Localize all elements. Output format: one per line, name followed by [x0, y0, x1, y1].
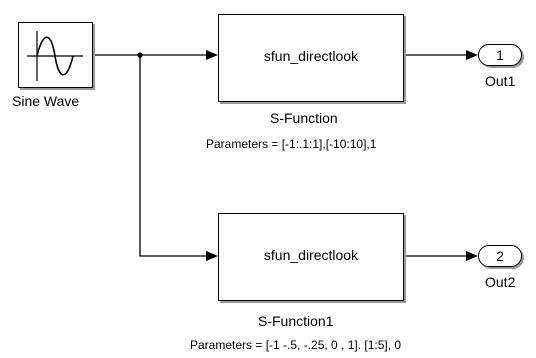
out1-label: Out1: [485, 73, 516, 89]
s-function-name: sfun_directlook: [263, 48, 359, 64]
sine-wave-icon: [27, 31, 83, 81]
arrowhead-out1-input: [466, 50, 478, 60]
arrowhead-sfun1-input: [206, 50, 218, 60]
s-function1-name: sfun_directlook: [263, 247, 359, 263]
s-function1-label: S-Function1: [258, 313, 334, 329]
s-function-block[interactable]: sfun_directlook: [218, 14, 404, 102]
s-function1-block[interactable]: sfun_directlook: [218, 213, 404, 301]
s-function1-parameters: Parameters = [-1 -.5, -.25, 0 , 1]. [1:5…: [190, 338, 402, 352]
s-function-parameters: Parameters = [-1:.1:1],[-10:10],1: [206, 137, 377, 151]
sine-wave-label: Sine Wave: [12, 93, 80, 109]
s-function-label: S-Function: [270, 110, 338, 126]
branch-point: [137, 52, 143, 58]
out2-label: Out2: [485, 274, 516, 290]
arrowhead-sfun2-input: [206, 251, 218, 261]
arrowhead-out2-input: [466, 251, 478, 261]
sine-wave-block[interactable]: [18, 22, 93, 88]
signal-line-to-sfun2[interactable]: [139, 55, 210, 257]
out1-port[interactable]: 1: [478, 44, 522, 66]
out2-port[interactable]: 2: [478, 245, 522, 267]
